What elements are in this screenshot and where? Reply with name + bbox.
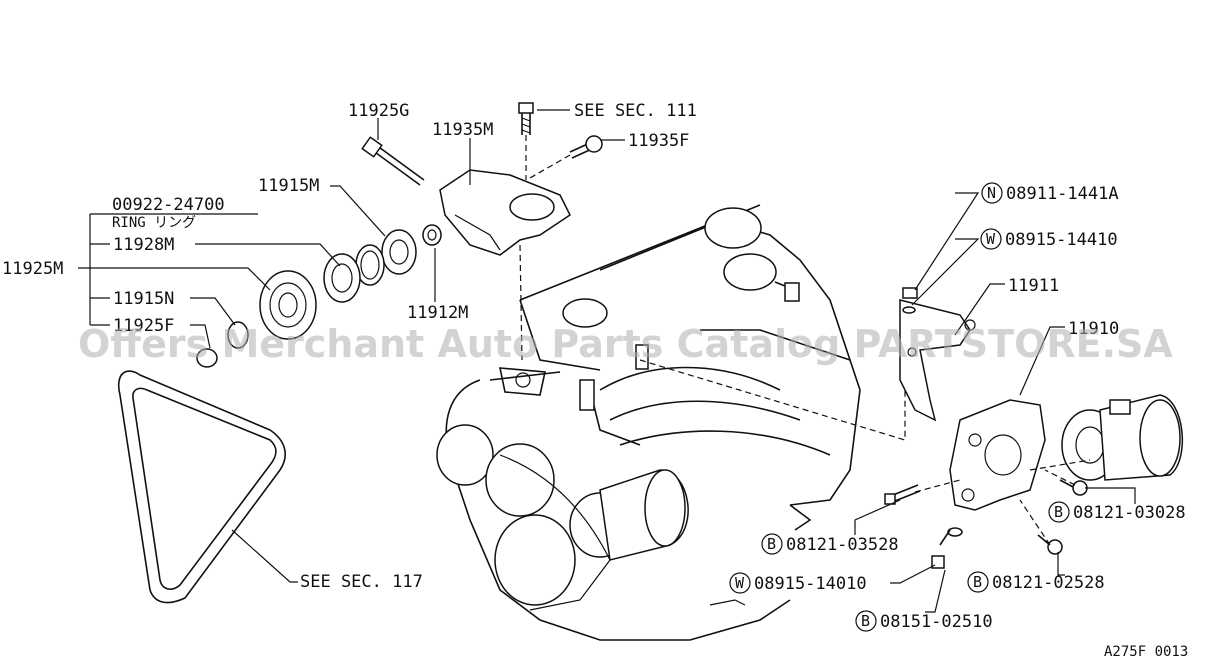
label-08915-14010: 08915-14010 [754,574,867,594]
label-00922-24700: 00922-24700 [112,195,225,215]
label-08915-14410: 08915-14410 [1005,230,1118,250]
bracket-assembly [361,102,906,441]
label-11915N: 11915N [113,289,174,309]
leader-lines [78,109,1136,613]
label-08121-03528: 08121-03528 [786,535,899,555]
compressor-bracket-assembly [884,287,1183,569]
circle-letter-b: B [861,612,870,630]
circle-letter-b: B [973,573,982,591]
label-see-sec-117: SEE SEC. 117 [300,572,423,592]
label-08911-1441A: 08911-1441A [1006,184,1119,204]
label-11915M: 11915M [258,176,319,196]
label-11911: 11911 [1008,276,1059,296]
drive-belt [118,370,286,604]
circle-letter-b: B [1054,503,1063,521]
label-11935M: 11935M [432,120,493,140]
part-labels: 11925G 11935M SEE SEC. 111 11935F 11915M… [2,101,1188,660]
label-ring: RING リング [112,215,196,231]
label-see-sec-111: SEE SEC. 111 [574,101,697,121]
label-08121-03028: 08121-03028 [1073,503,1186,523]
label-08121-02528: 08121-02528 [992,573,1105,593]
label-11928M: 11928M [113,235,174,255]
label-11912M: 11912M [407,303,468,323]
label-11925G: 11925G [348,101,409,121]
circle-letter-w: W [735,574,745,592]
label-11935F: 11935F [628,131,689,151]
engine-drawing [436,204,861,641]
circle-letter-b: B [767,535,776,553]
label-11925M: 11925M [2,259,63,279]
circle-letter-w: W [986,230,996,248]
figure-code: A275F 0013 [1104,644,1188,660]
label-11910: 11910 [1068,319,1119,339]
circle-letter-n: N [987,184,996,202]
label-08151-02510: 08151-02510 [880,612,993,632]
watermark-text: Offers Merchant Auto Parts Catalog PARTS… [78,322,1173,366]
label-11925F: 11925F [113,316,174,336]
idler-pulley-parts [196,224,442,368]
